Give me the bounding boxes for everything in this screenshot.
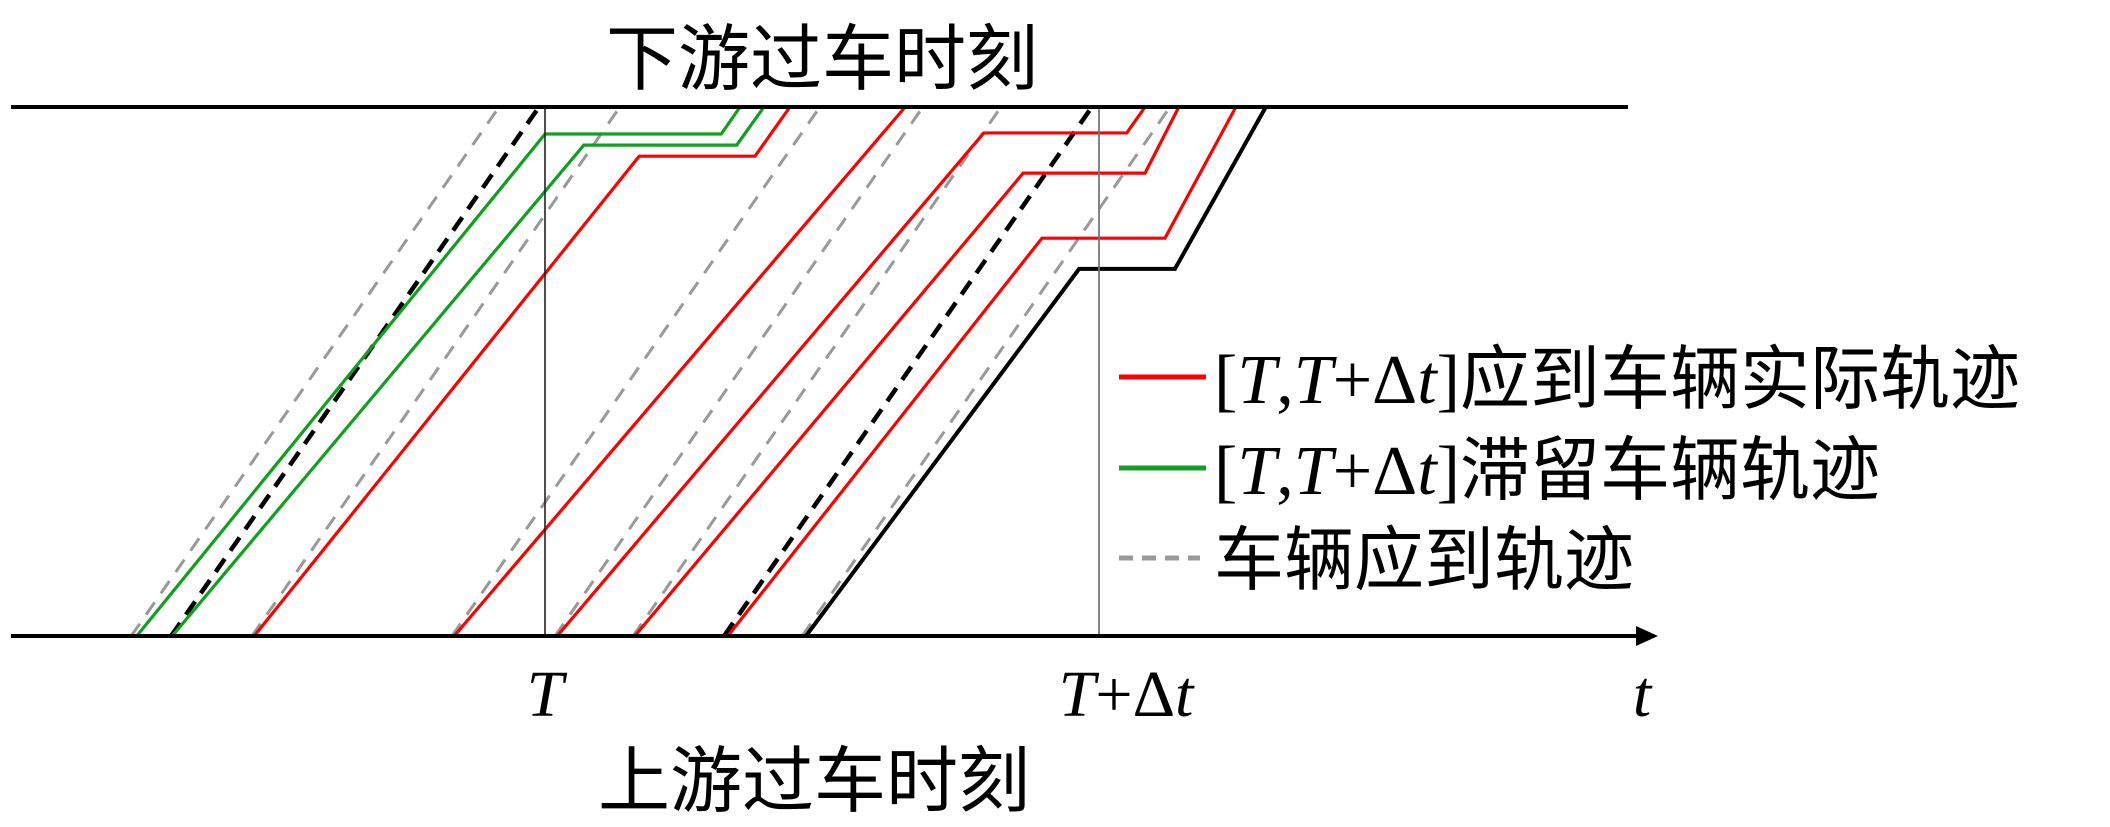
expected-trajectory xyxy=(800,106,1172,637)
actual-trajectories xyxy=(135,105,1268,638)
expected-trajectory-highlight xyxy=(169,105,541,638)
expected-trajectories xyxy=(129,105,1172,638)
trajectory-actual-4 xyxy=(633,106,1181,638)
legend-label: 车辆应到轨迹 xyxy=(1214,519,1634,601)
trajectory-detained-1 xyxy=(135,106,742,638)
legend-label: [T,T+Δt]滞留车辆轨迹 xyxy=(1214,429,1880,511)
title-downstream: 下游过车时刻 xyxy=(606,17,1038,101)
expected-trajectory xyxy=(450,106,822,637)
legend-item-expected: 车辆应到轨迹 xyxy=(1119,519,1634,601)
axis-label-t: t xyxy=(1633,658,1653,731)
axis-arrow-icon xyxy=(1636,626,1658,646)
trajectory-actual-3 xyxy=(556,106,1147,638)
title-upstream: 上游过车时刻 xyxy=(598,739,1030,823)
trajectory-actual-1 xyxy=(252,106,792,638)
expected-trajectory xyxy=(631,106,1003,637)
trajectory-actual-2 xyxy=(452,105,907,638)
expected-trajectory xyxy=(129,106,501,637)
tick-label-T: T xyxy=(527,658,568,731)
trajectory-actual-5 xyxy=(726,106,1238,637)
trajectory-boundary xyxy=(804,106,1268,638)
expected-trajectory-highlight xyxy=(722,105,1094,638)
legend-item-detained: [T,T+Δt]滞留车辆轨迹 xyxy=(1119,429,1880,511)
expected-trajectory xyxy=(553,106,925,637)
legend-item-actual: [T,T+Δt]应到车辆实际轨迹 xyxy=(1119,338,2020,420)
expected-trajectory xyxy=(250,106,622,637)
legend-label: [T,T+Δt]应到车辆实际轨迹 xyxy=(1214,338,2020,420)
tick-label-T-plus-dt: T+Δt xyxy=(1059,658,1195,731)
trajectory-detained-2 xyxy=(170,106,766,638)
